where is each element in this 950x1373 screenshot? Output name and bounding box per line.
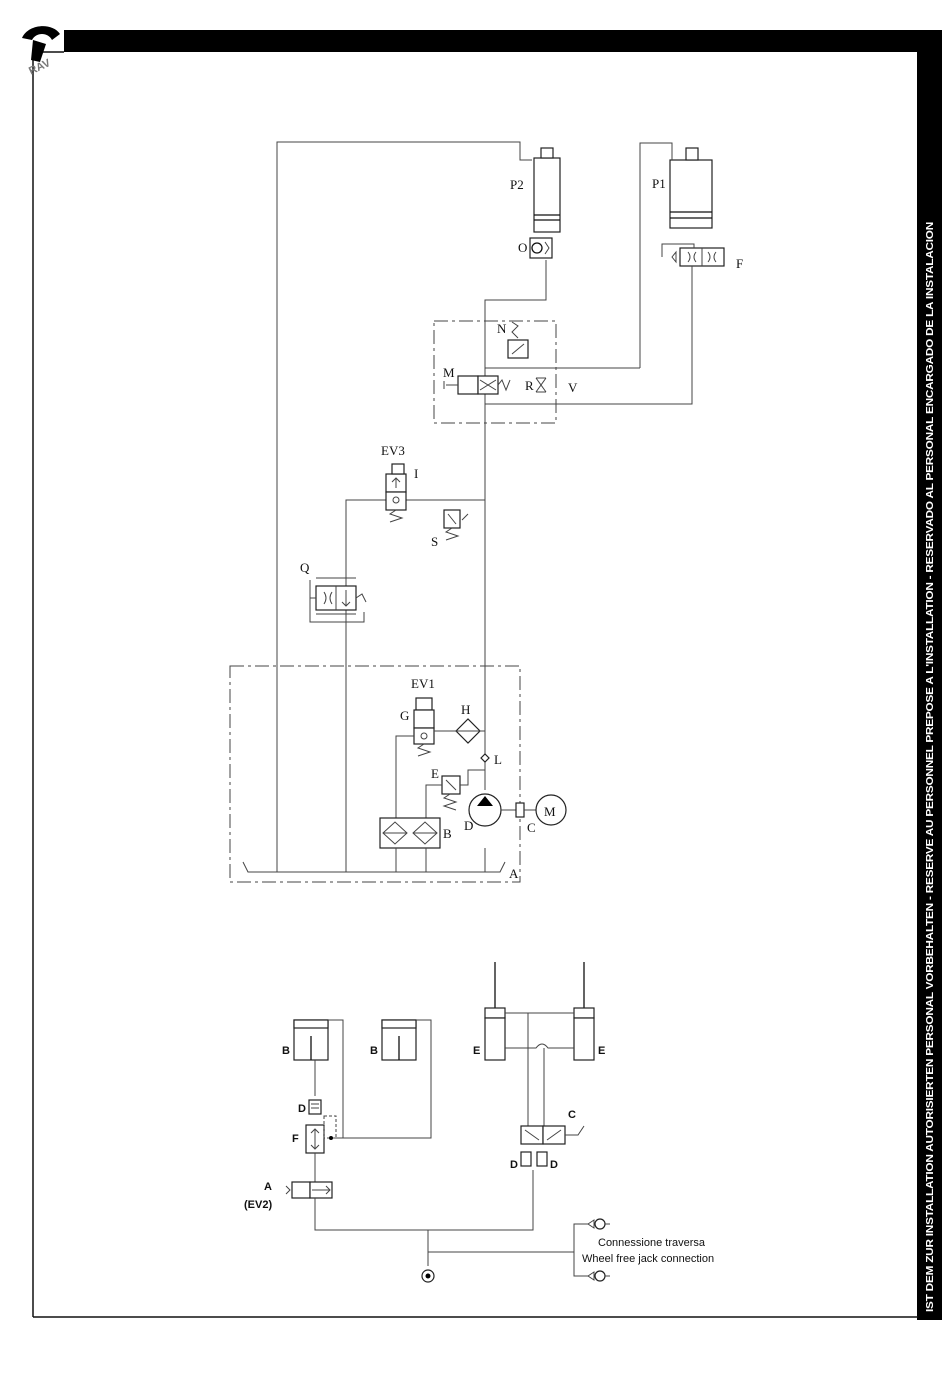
label-e-right: E bbox=[598, 1045, 605, 1057]
label-l: L bbox=[494, 752, 502, 767]
silencer-d-c2: D bbox=[537, 1152, 558, 1171]
label-s: S bbox=[431, 534, 438, 549]
label-b-left: B bbox=[282, 1045, 290, 1057]
suction-filters-b: B bbox=[380, 818, 452, 872]
tank-a: A bbox=[230, 666, 520, 882]
label-n: N bbox=[497, 321, 507, 336]
label-b-right: B bbox=[370, 1045, 378, 1057]
label-c-lower: C bbox=[568, 1109, 576, 1121]
label-d-left: D bbox=[298, 1103, 306, 1115]
cylinder-p1: P1 bbox=[652, 148, 712, 228]
label-d: D bbox=[464, 818, 473, 833]
check-l: L bbox=[481, 752, 502, 767]
cylinder-p2: P2 bbox=[510, 148, 560, 232]
logo-text: RAV bbox=[27, 57, 53, 78]
valve-q: Q bbox=[300, 560, 366, 622]
label-v: V bbox=[568, 380, 578, 395]
label-g: G bbox=[400, 708, 409, 723]
silencer-d-c1: D bbox=[510, 1152, 531, 1171]
pump-d: D C bbox=[464, 794, 536, 835]
label-ev2: (EV2) bbox=[244, 1199, 272, 1211]
label-e-left: E bbox=[473, 1045, 480, 1057]
check-valve-o: O bbox=[518, 238, 552, 258]
filter-h: H bbox=[456, 702, 485, 743]
valve-m bbox=[458, 376, 478, 394]
label-a: A bbox=[509, 866, 519, 881]
valve-block-v: N M R V bbox=[434, 321, 640, 423]
label-h: H bbox=[461, 702, 470, 717]
label-p2: P2 bbox=[510, 177, 524, 192]
label-f: F bbox=[736, 256, 743, 271]
label-m: M bbox=[443, 365, 455, 380]
label-b: B bbox=[443, 826, 452, 841]
label-q: Q bbox=[300, 560, 310, 575]
label-a-lower: A bbox=[264, 1181, 272, 1193]
motor-m: M bbox=[536, 795, 566, 825]
cylinder-b-right: B bbox=[370, 1020, 416, 1060]
silencer-d-left: D bbox=[298, 1100, 321, 1115]
cylinder-e-right: E bbox=[574, 962, 605, 1060]
solenoid-valve-ev3: EV3 I bbox=[381, 443, 418, 522]
label-f-lower: F bbox=[292, 1133, 299, 1145]
pressure-switch-s: S bbox=[431, 510, 468, 549]
valve-f-lower: F bbox=[292, 1116, 336, 1153]
label-ev3: EV3 bbox=[381, 443, 405, 458]
side-band-text: IST DEM ZUR INSTALLATION AUTORISIERTEN P… bbox=[924, 222, 936, 1312]
throttle-r bbox=[536, 378, 546, 392]
cylinder-e-left: E bbox=[473, 962, 505, 1060]
valve-a-ev2: A (EV2) bbox=[244, 1181, 332, 1211]
label-r: R bbox=[525, 378, 534, 393]
label-d-c2: D bbox=[550, 1159, 558, 1171]
valve-f: F bbox=[662, 244, 743, 271]
lower-pneumatic-diagram: B B D F A bbox=[244, 962, 714, 1282]
label-i: I bbox=[414, 466, 418, 481]
label-c: C bbox=[527, 820, 536, 835]
connection-italian: Connessione traversa bbox=[598, 1237, 706, 1249]
connection-english: Wheel free jack connection bbox=[582, 1253, 714, 1265]
page-frame bbox=[33, 30, 942, 1320]
valve-c: C bbox=[521, 1109, 584, 1144]
label-d-c1: D bbox=[510, 1159, 518, 1171]
main-hydraulic-diagram: A P2 O P1 bbox=[230, 142, 743, 882]
label-o: O bbox=[518, 240, 527, 255]
label-motor: M bbox=[544, 804, 556, 819]
label-ev1: EV1 bbox=[411, 676, 435, 691]
cylinder-b-left: B bbox=[282, 1020, 328, 1060]
label-e: E bbox=[431, 766, 439, 781]
label-p1: P1 bbox=[652, 176, 666, 191]
